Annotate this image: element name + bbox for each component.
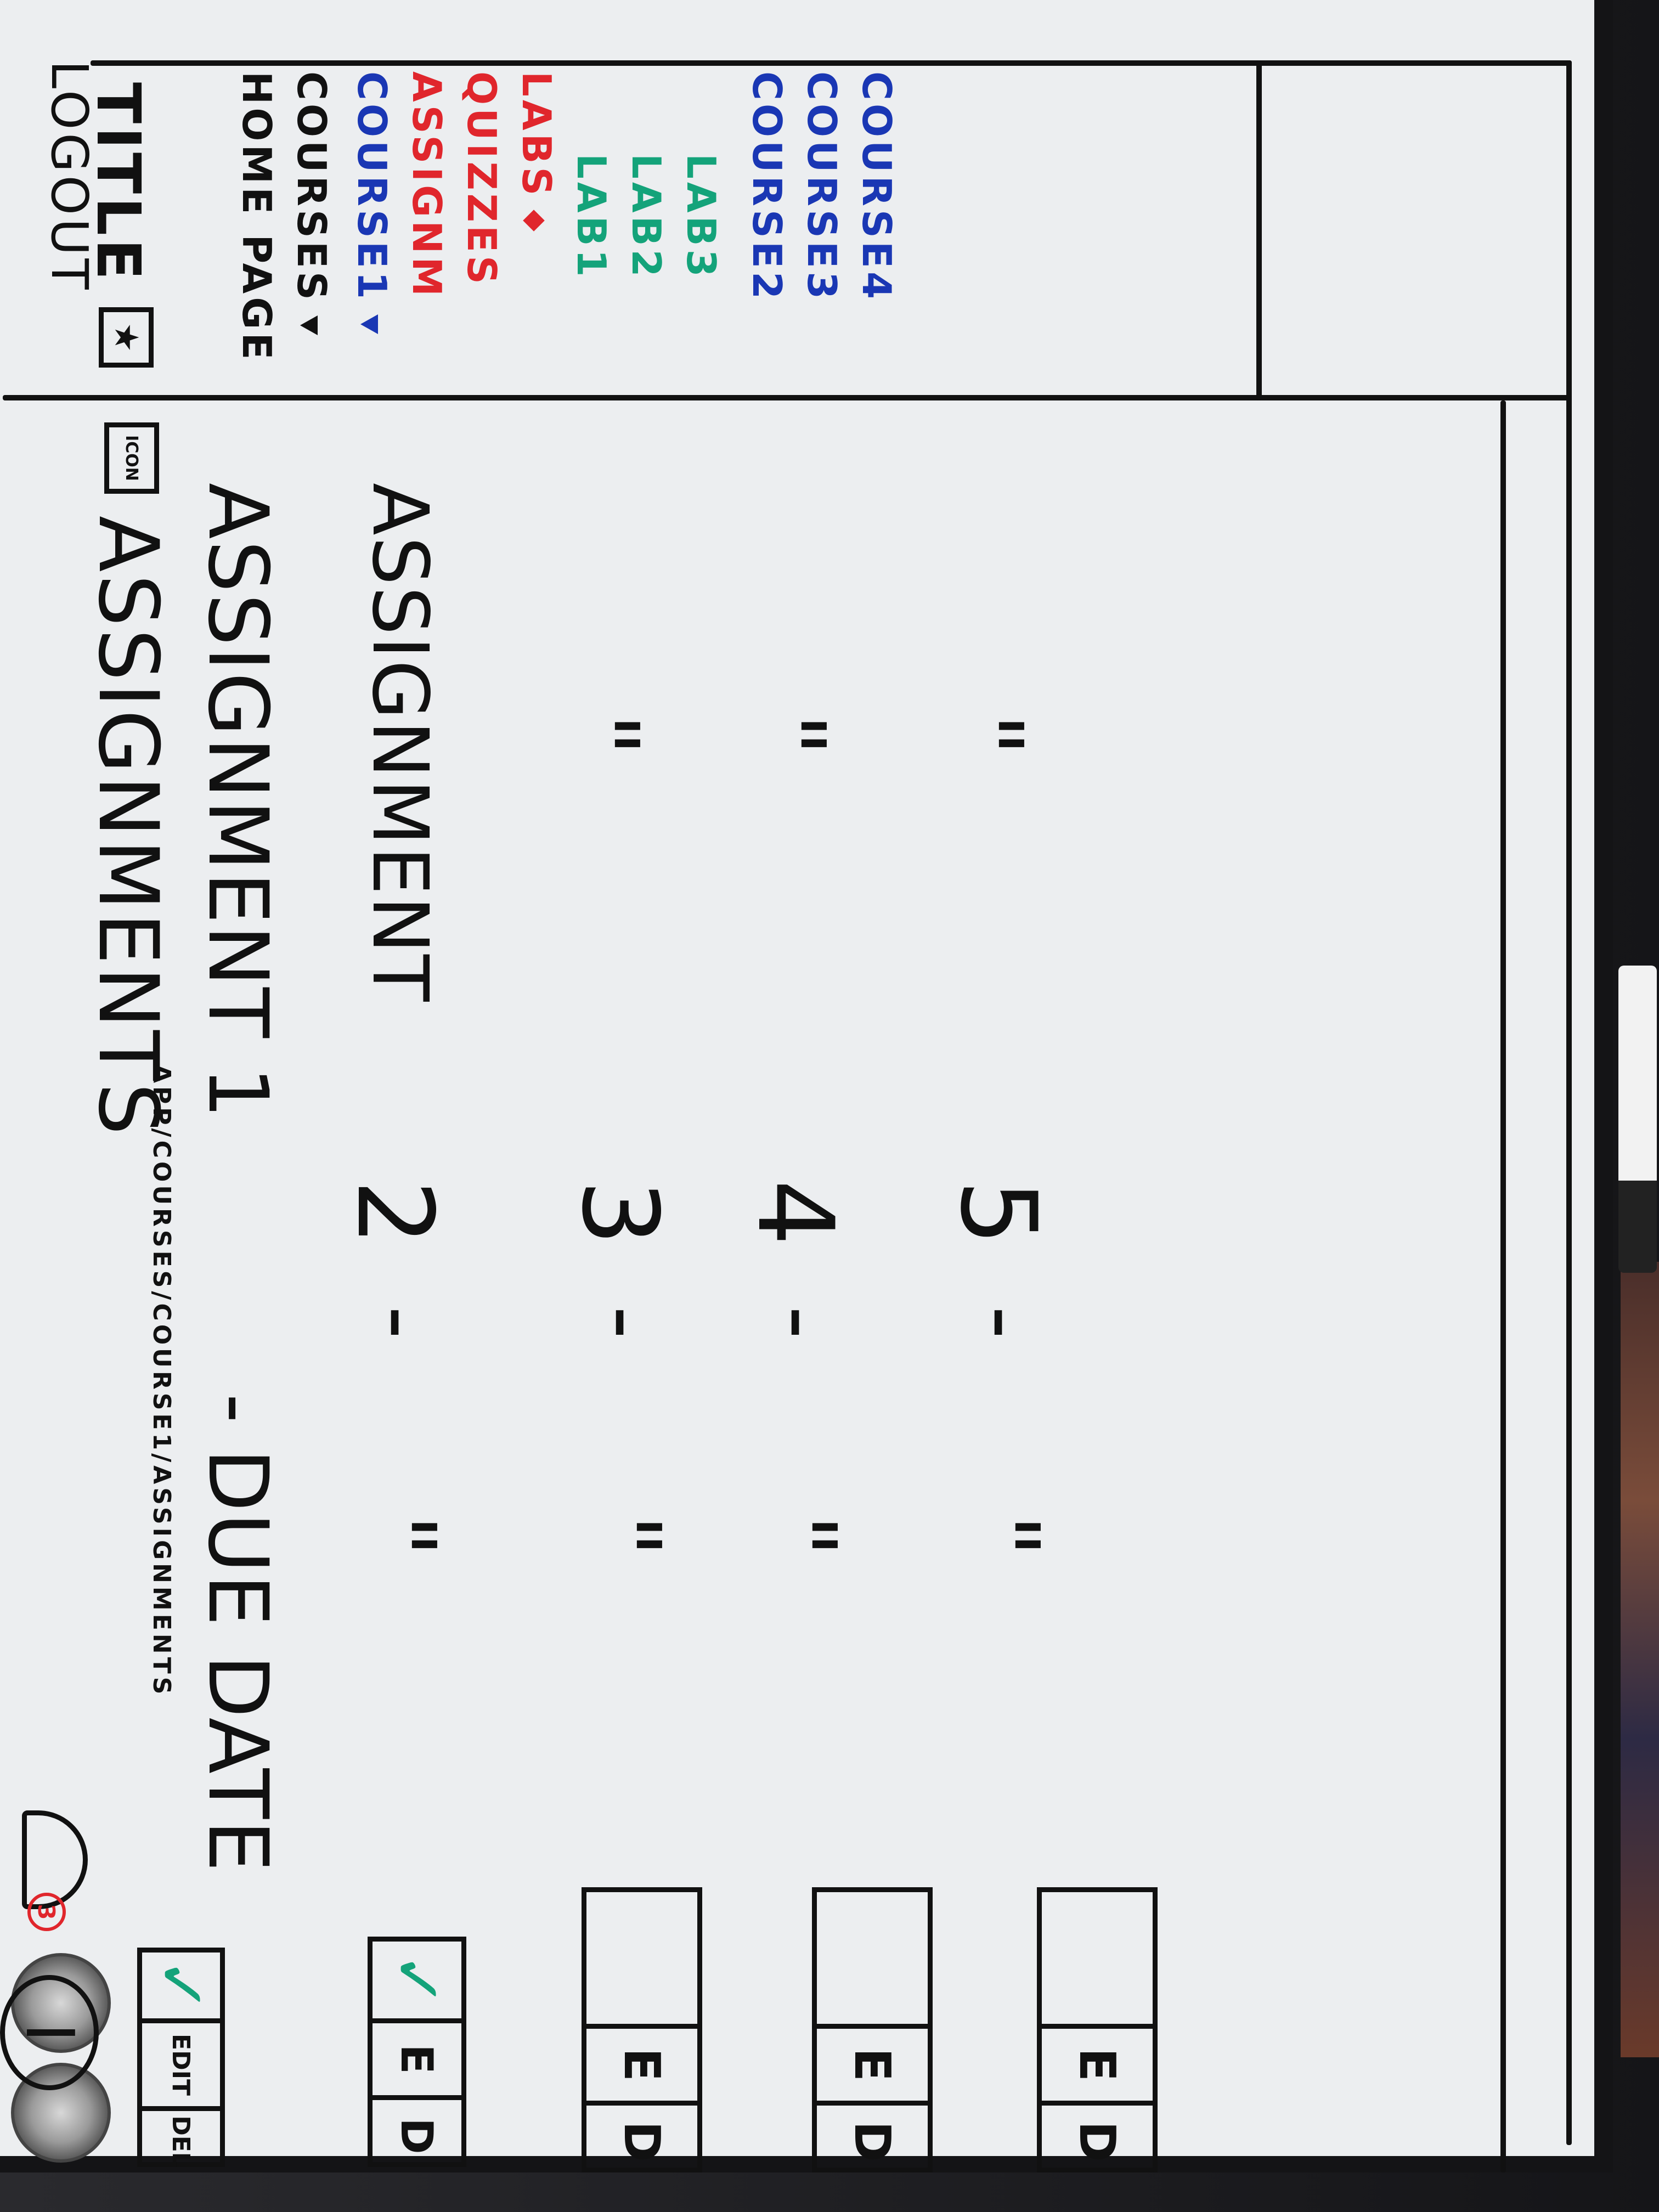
row-name: " (736, 713, 845, 760)
row-name: " (934, 713, 1042, 760)
whiteboard (0, 0, 1613, 2172)
row-action-group: E D (582, 1887, 702, 2177)
sidebar-item-label: COURSES (289, 71, 335, 303)
sidebar-item-quizzes[interactable]: QUIZZES (459, 71, 505, 287)
sidebar-item-course2[interactable]: COURSE2 (744, 71, 790, 303)
edit-button[interactable]: EDIT (142, 2018, 220, 2106)
sidebar-item-assignments[interactable]: ASSIGNM (404, 71, 450, 300)
delete-button[interactable]: D (817, 2101, 928, 2177)
row-separator: - (950, 1306, 1059, 1343)
delete-button[interactable]: D (1042, 2101, 1153, 2177)
row-number: 2 (334, 1180, 455, 1249)
row-checkbox[interactable] (1042, 1892, 1153, 2024)
delete-button[interactable]: D (373, 2095, 461, 2172)
delete-button[interactable]: DEL (142, 2106, 220, 2172)
sidebar-item-lab1[interactable]: LAB1 (568, 154, 614, 280)
due-date-header: DUE DATE (190, 1448, 285, 1873)
notification-badge: 3 (27, 1893, 66, 1931)
sidebar-item-courses[interactable]: COURSES (289, 71, 335, 335)
row-action-group: E D (812, 1887, 933, 2177)
left-border (91, 60, 1572, 66)
edit-button[interactable]: E (817, 2024, 928, 2101)
row-number: 3 (559, 1180, 680, 1249)
logout-button[interactable]: LOGOUT (40, 60, 99, 293)
page-title: ASSIGNMENTS (80, 516, 176, 1137)
magnet (11, 1953, 111, 2053)
row-separator: - (747, 1306, 856, 1343)
wireframe: TITLE ★ HOME PAGE COURSES COURSE1 ASSIGN… (0, 60, 1572, 2177)
edit-button[interactable]: E (1042, 2024, 1153, 2101)
wall-art (1621, 1262, 1659, 2057)
caret-down-icon (360, 314, 378, 335)
check-icon: ✓ (143, 1957, 219, 2013)
row-number: 4 (735, 1180, 856, 1249)
select-all-checkbox[interactable]: ✓ (142, 1953, 220, 2018)
sidebar-item-course3[interactable]: COURSE3 (799, 71, 845, 303)
row-checkbox[interactable] (817, 1892, 928, 2024)
delete-button[interactable]: D (586, 2101, 697, 2177)
marker (1618, 966, 1657, 1273)
edit-button[interactable]: E (373, 2018, 461, 2095)
main-header-divider (1500, 400, 1506, 2172)
row-due-date: " (747, 1514, 856, 1561)
caret-down-icon (300, 315, 318, 335)
header-action-group: ✓ EDIT DEL (137, 1948, 225, 2172)
sidebar-item-label: COURSE1 (349, 71, 395, 303)
row-separator: - (190, 1393, 285, 1427)
star-icon[interactable]: ★ (99, 307, 154, 368)
check-icon: ✓ (379, 1952, 455, 2008)
caret-down-icon (522, 210, 545, 232)
row-due-date: " (950, 1514, 1059, 1561)
sidebar-item-lab2[interactable]: LAB2 (623, 154, 669, 280)
avatar[interactable]: I (0, 1975, 99, 2090)
sidebar-item-home[interactable]: HOME PAGE (234, 71, 280, 363)
sidebar-divider (3, 395, 1572, 400)
magnet (11, 2063, 111, 2163)
top-border (1566, 60, 1572, 2145)
row-name: " (550, 713, 658, 760)
edit-button[interactable]: E (586, 2024, 697, 2101)
row-checkbox[interactable]: ✓ (373, 1942, 461, 2018)
row-due-date: " (347, 1514, 455, 1561)
sidebar-item-lab3[interactable]: LAB3 (678, 154, 724, 280)
row-due-date: " (572, 1514, 680, 1561)
row-number: 5 (938, 1180, 1059, 1249)
sidebar-item-labs[interactable]: LABS (514, 71, 560, 232)
row-name: ASSIGNMENT 1 (190, 483, 285, 1120)
sidebar-header-divider (1256, 60, 1262, 400)
sidebar-item-course4[interactable]: COURSE4 (854, 71, 900, 303)
row-name: ASSIGNMENT (355, 483, 444, 1003)
row-action-group: ✓ E D (368, 1937, 466, 2172)
sidebar-item-course1[interactable]: COURSE1 (349, 71, 395, 335)
row-action-group: E D (1037, 1887, 1158, 2177)
row-separator: - (572, 1306, 680, 1343)
breadcrumb[interactable]: APP/COURSES/COURSE1/ASSIGNMENTS (148, 1064, 176, 1698)
row-checkbox[interactable] (586, 1892, 697, 2024)
sidebar-item-label: LABS (514, 71, 560, 199)
page-icon: ICON (104, 422, 159, 494)
row-separator: - (347, 1306, 455, 1343)
